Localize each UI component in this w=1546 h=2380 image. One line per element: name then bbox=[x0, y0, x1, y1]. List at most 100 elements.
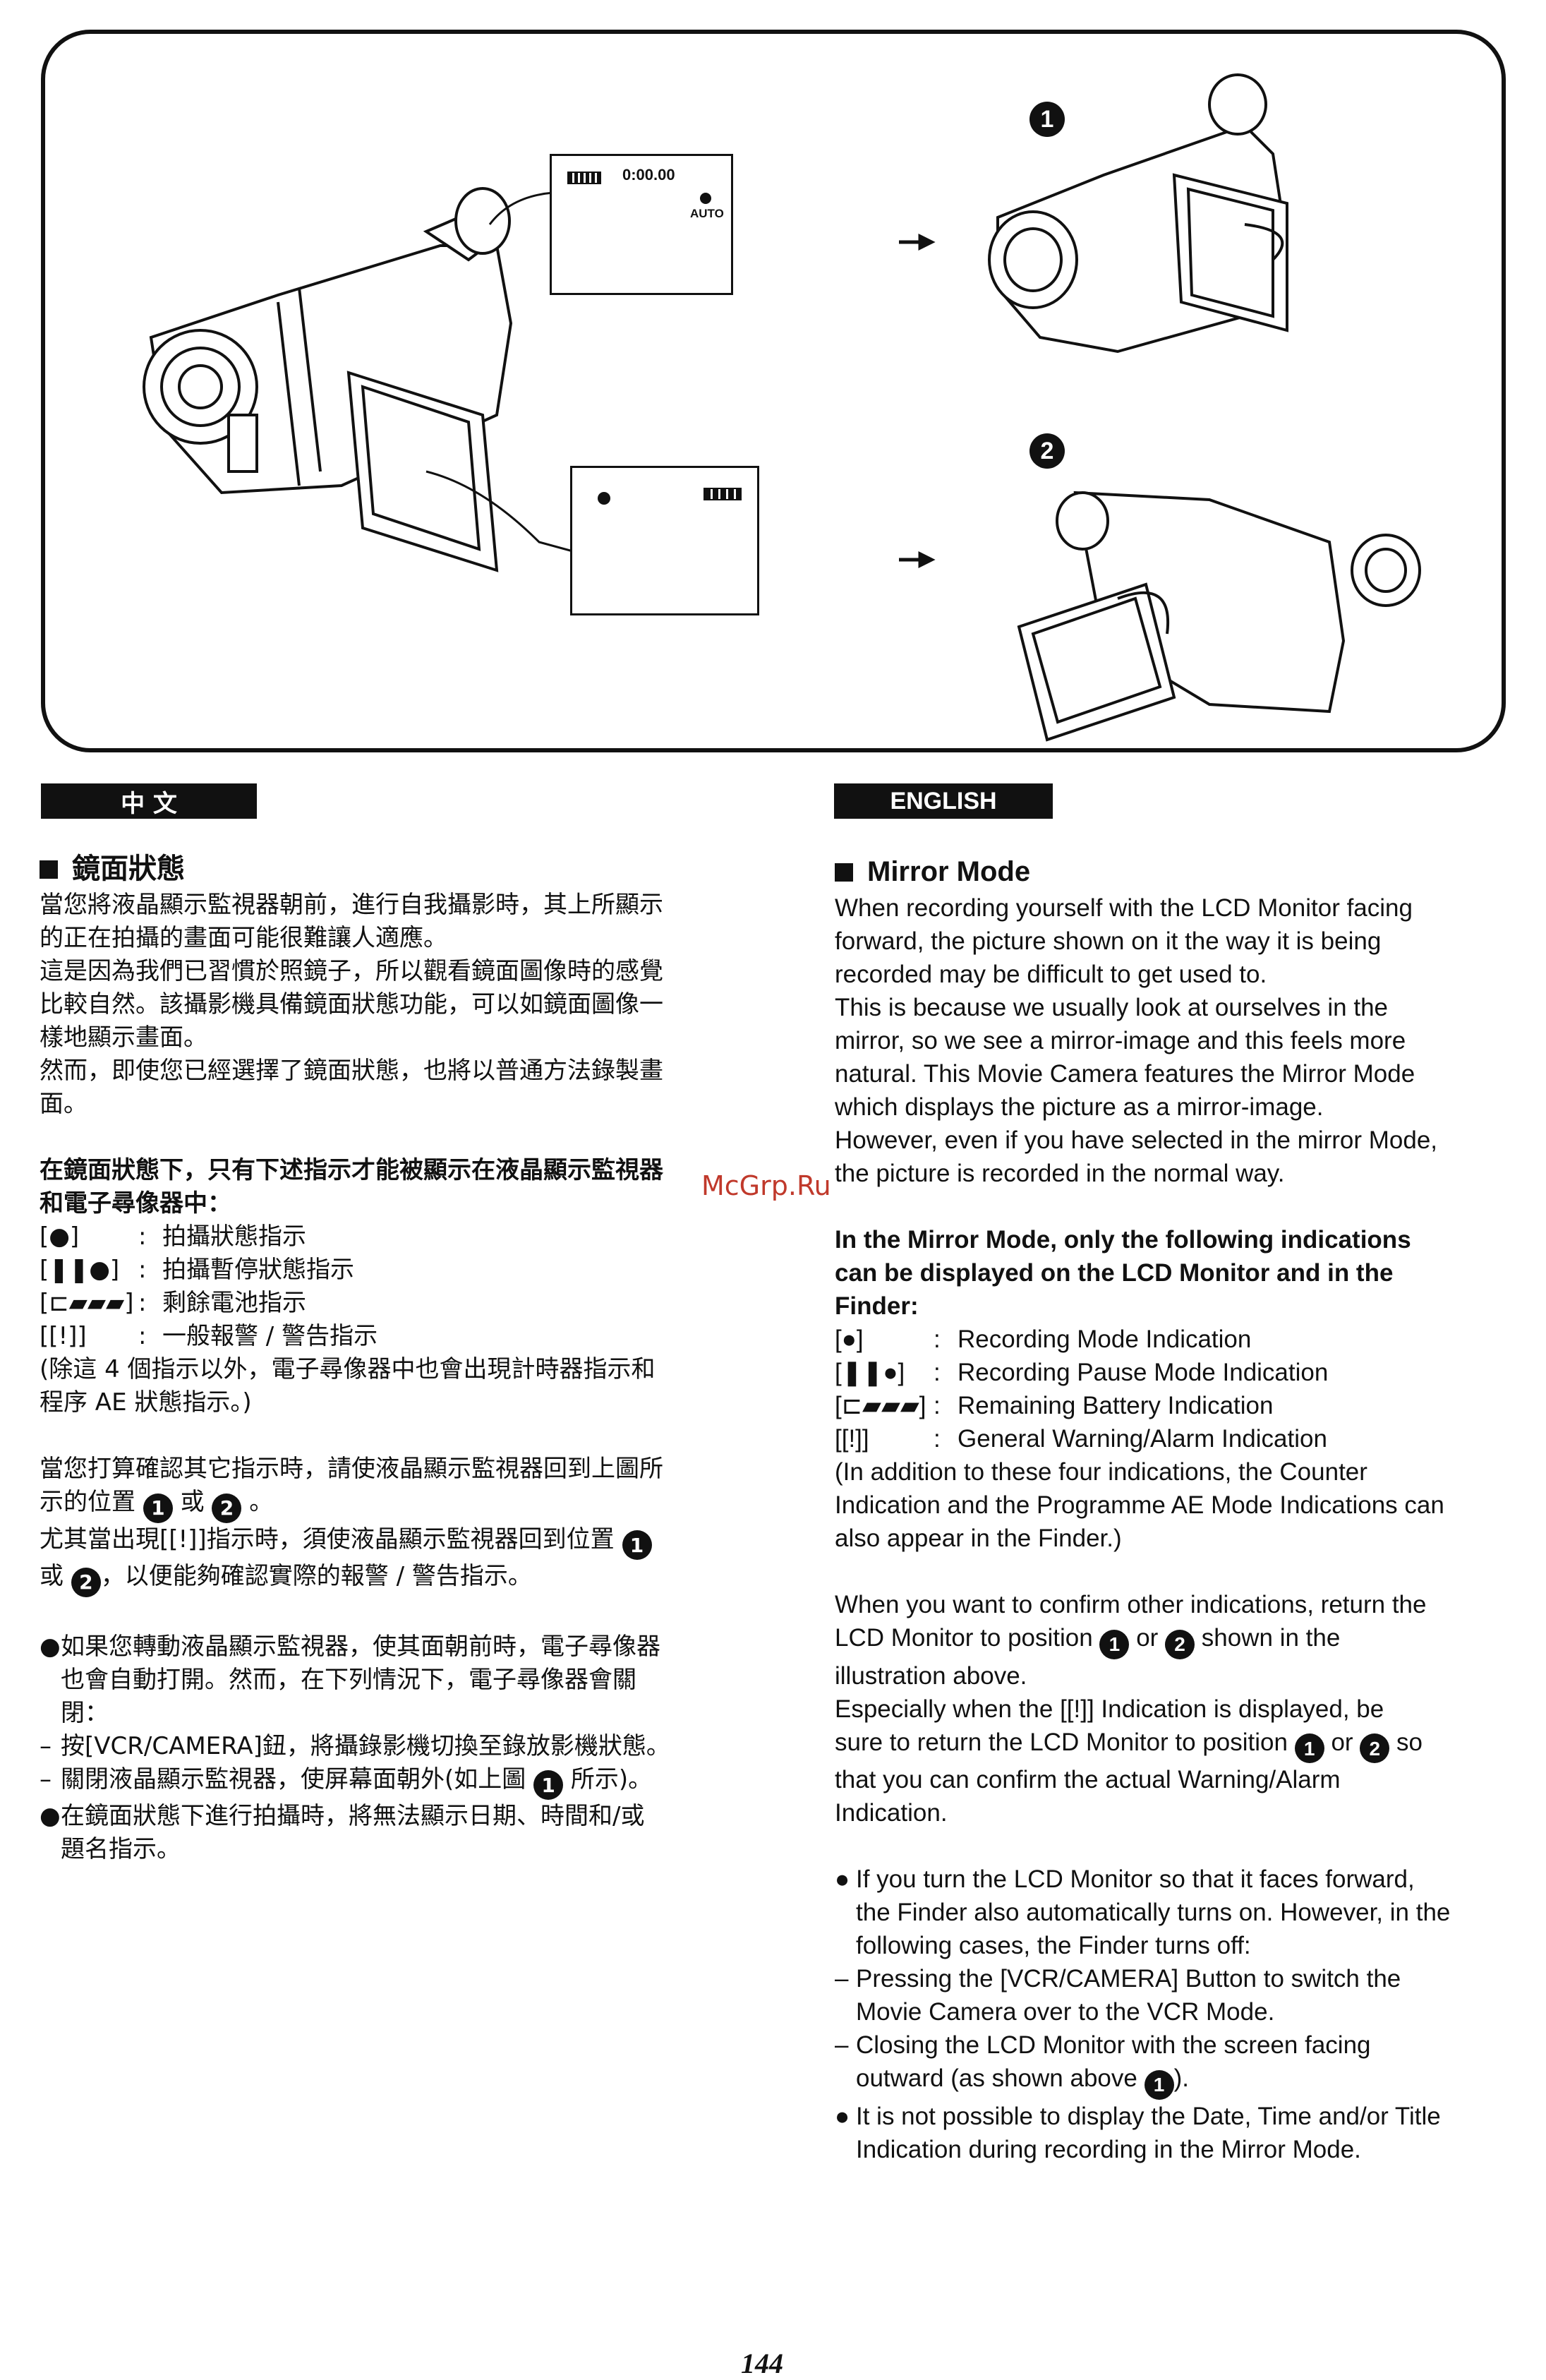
chinese-section-tab: 中 文 bbox=[41, 783, 257, 819]
colon: : bbox=[934, 1392, 941, 1419]
indication-text: General Warning/Alarm Indication bbox=[958, 1425, 1327, 1453]
en-p1-line: mirror, so we see a mirror-image and thi… bbox=[835, 1027, 1406, 1054]
indication-symbol: [⊏▰▰▰] bbox=[40, 1289, 134, 1317]
circled-2-icon: 2 bbox=[1165, 1629, 1195, 1659]
line: Movie Camera over to the VCR Mode. bbox=[856, 1998, 1275, 2026]
zh-p3-line2: 面。 bbox=[40, 1090, 87, 1118]
indication-symbol: [❚❚●] bbox=[835, 1359, 905, 1386]
colon: : bbox=[138, 1322, 147, 1350]
main-camcorder-drawing bbox=[143, 187, 513, 572]
english-section-tab: ENGLISH bbox=[834, 783, 1053, 819]
zh-confirm1-line2: 示的位置 1 或 2 。 bbox=[40, 1486, 745, 1523]
zh-confirm2-line1: 尤其當出現[[!]]指示時，須使液晶顯示監視器回到位置 1 bbox=[40, 1523, 745, 1560]
spacer bbox=[835, 1190, 1512, 1223]
position-1-label: 1 bbox=[1029, 102, 1065, 137]
en-note-line: Indication and the Programme AE Mode Ind… bbox=[835, 1491, 1444, 1519]
lcd-screen-diagram bbox=[570, 466, 759, 615]
indication-text: Recording Mode Indication bbox=[958, 1326, 1252, 1353]
zh-p2-line1: 這是因為我們已習慣於照鏡子，所以觀看鏡面圖像時的感覺 bbox=[40, 957, 663, 985]
camcorder-drawings bbox=[143, 73, 1421, 742]
zh-dash-1-text: 按[VCR/CAMERA]鈕，將攝錄影機切換至錄放影機狀態。 bbox=[61, 1731, 670, 1760]
finder-screen-diagram: 0:00.00 AUTO bbox=[550, 154, 733, 295]
line: outward (as shown above 1). bbox=[856, 2062, 1371, 2100]
zh-bold-line1: 在鏡面狀態下，只有下述指示才能被顯示在液晶顯示監視器 bbox=[40, 1156, 663, 1184]
line: 如果您轉動液晶顯示監視器，使其面朝前時，電子尋像器 bbox=[61, 1632, 660, 1661]
en-indication-row: [●]:Recording Mode Indication bbox=[835, 1323, 1512, 1356]
line: following cases, the Finder turns off: bbox=[856, 1932, 1251, 1959]
en-confirm-2c: shown in the bbox=[1201, 1624, 1341, 1652]
zh-indication-row: [❚❚●]:拍攝暫停狀態指示 bbox=[40, 1254, 745, 1287]
circled-2-icon: 2 bbox=[212, 1493, 242, 1523]
zh-p3-line1: 然而，即使您已經選擇了鏡面狀態，也將以普通方法錄製畫 bbox=[40, 1057, 663, 1085]
indication-text: 剩餘電池指示 bbox=[162, 1289, 306, 1317]
battery-icon bbox=[567, 172, 601, 184]
chinese-heading-text: 鏡面狀態 bbox=[72, 853, 185, 885]
en-p1-line: When recording yourself with the LCD Mon… bbox=[835, 894, 1413, 922]
battery-icon-lcd bbox=[703, 488, 742, 500]
zh-bold-line2: 和電子尋像器中： bbox=[40, 1189, 231, 1218]
page-number: 144 bbox=[741, 2348, 783, 2379]
colon: : bbox=[138, 1256, 147, 1284]
colon: : bbox=[138, 1222, 147, 1251]
en-bullet-1-text: If you turn the LCD Monitor so that it f… bbox=[856, 1863, 1450, 1962]
chinese-heading: 鏡面狀態 bbox=[40, 853, 745, 886]
zh-indication-row: [⊏▰▰▰]:剩餘電池指示 bbox=[40, 1287, 745, 1320]
en-p1-line: which displays the picture as a mirror-i… bbox=[835, 1093, 1324, 1121]
zh-confirm1-line1: 當您打算確認其它指示時，請使液晶顯示監視器回到上圖所 bbox=[40, 1455, 663, 1483]
en-p1-line: the picture is recorded in the normal wa… bbox=[835, 1160, 1285, 1187]
indication-symbol: [[!]] bbox=[835, 1425, 869, 1453]
colon: : bbox=[934, 1359, 941, 1386]
en-confirm-line: Indication. bbox=[835, 1799, 948, 1827]
line: If you turn the LCD Monitor so that it f… bbox=[856, 1865, 1415, 1893]
en-confirm-line: LCD Monitor to position 1 or 2 shown in … bbox=[835, 1621, 1512, 1659]
en-note-line: also appear in the Finder.) bbox=[835, 1525, 1122, 1552]
bullet-dot-icon: ● bbox=[835, 2102, 850, 2130]
line: 題名指示。 bbox=[61, 1835, 181, 1863]
indication-symbol: [❚❚●] bbox=[40, 1256, 120, 1284]
dash-mark: – bbox=[835, 2031, 849, 2059]
line: Indication during recording in the Mirro… bbox=[856, 2135, 1361, 2163]
en-confirm-5c: so bbox=[1396, 1728, 1423, 1756]
chinese-tab-label: 中 文 bbox=[121, 789, 177, 818]
zh-bullet-2: ●在鏡面狀態下進行拍攝時，將無法顯示日期、時間和/或題名指示。 bbox=[40, 1800, 745, 1866]
en-dash-1: –Pressing the [VCR/CAMERA] Button to swi… bbox=[835, 1962, 1512, 2029]
camcorder-position-2 bbox=[1017, 491, 1421, 742]
en-confirm-line: that you can confirm the actual Warning/… bbox=[835, 1766, 1341, 1793]
spacer bbox=[835, 1829, 1512, 1863]
en-dash-2-text: Closing the LCD Monitor with the screen … bbox=[856, 2029, 1371, 2100]
zh-confirm2-end: ，以便能夠確認實際的報警 / 警告指示。 bbox=[100, 1562, 532, 1590]
line: Closing the LCD Monitor with the screen … bbox=[856, 2031, 1371, 2059]
line: It is not possible to display the Date, … bbox=[856, 2102, 1441, 2130]
dash-mark: – bbox=[40, 1731, 52, 1760]
line: 也會自動打開。然而，在下列情況下，電子尋像器會關 bbox=[61, 1665, 636, 1694]
en-p1-line: However, even if you have selected in th… bbox=[835, 1126, 1438, 1154]
en-bold-line: In the Mirror Mode, only the following i… bbox=[835, 1226, 1411, 1254]
record-dot-icon bbox=[700, 193, 711, 204]
zh-p1-line1: 當您將液晶顯示監視器朝前，進行自我攝影時，其上所顯示 bbox=[40, 891, 663, 919]
spacer bbox=[40, 1121, 745, 1154]
circled-2-icon: 2 bbox=[71, 1567, 101, 1597]
watermark: McGrp.Ru bbox=[701, 1170, 831, 1201]
zh-p1-line2: 的正在拍攝的畫面可能很難讓人適應。 bbox=[40, 924, 447, 952]
zh-dash-2b: 所示)。 bbox=[570, 1765, 653, 1793]
en-bullet-2-text: It is not possible to display the Date, … bbox=[856, 2100, 1441, 2166]
line: 在鏡面狀態下進行拍攝時，將無法顯示日期、時間和/或 bbox=[61, 1802, 645, 1830]
english-tab-label: ENGLISH bbox=[890, 787, 997, 815]
en-confirm-line: Especially when the [[!]] Indication is … bbox=[835, 1695, 1384, 1723]
spacer bbox=[835, 1555, 1512, 1588]
en-confirm-2b: or bbox=[1136, 1624, 1159, 1652]
en-confirm-2a: LCD Monitor to position bbox=[835, 1624, 1093, 1652]
zh-bullet-1-text: 如果您轉動液晶顯示監視器，使其面朝前時，電子尋像器也會自動打開。然而，在下列情況… bbox=[61, 1630, 660, 1730]
zh-indication-row: [[!]]:一般報警 / 警告指示 bbox=[40, 1320, 745, 1353]
zh-p2-line3: 樣地顯示畫面。 bbox=[40, 1023, 207, 1052]
zh-bullet-2-text: 在鏡面狀態下進行拍攝時，將無法顯示日期、時間和/或題名指示。 bbox=[61, 1800, 644, 1866]
en-confirm-5a: sure to return the LCD Monitor to positi… bbox=[835, 1728, 1288, 1756]
spacer bbox=[40, 1597, 745, 1630]
indication-symbol: [⊏▰▰▰] bbox=[835, 1392, 926, 1419]
zh-confirm-text: 示的位置 bbox=[40, 1488, 135, 1516]
illustration-panel: 1 2 0:00.00 AUTO bbox=[41, 30, 1506, 752]
en-dash-1-text: Pressing the [VCR/CAMERA] Button to swit… bbox=[856, 1962, 1401, 2029]
zh-dash-2-text: 關閉液晶顯示監視器，使屏幕面朝外(如上圖 1 所示)。 bbox=[61, 1763, 653, 1800]
en-bold-line: can be displayed on the LCD Monitor and … bbox=[835, 1259, 1394, 1287]
colon: : bbox=[934, 1326, 941, 1353]
